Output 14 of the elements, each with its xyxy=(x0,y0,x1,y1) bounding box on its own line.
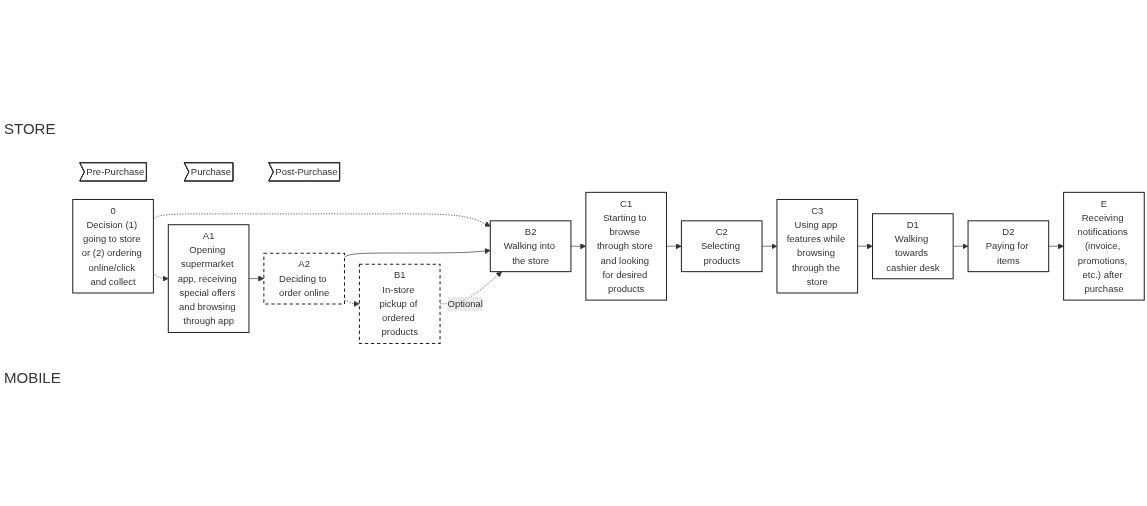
node-box: A1 Opening supermarket app, receiving special offers and browsing through app xyxy=(167,224,250,333)
node-box: D2 Paying for items xyxy=(967,220,1050,273)
node-box: A2 Deciding to order online xyxy=(263,252,345,305)
lane-label: MOBILE xyxy=(4,369,62,386)
node-box: C3 Using app features while browsing through the store xyxy=(776,198,859,294)
node-box: B1 In-store pickup of ordered products xyxy=(358,263,441,344)
edge-label: Optional xyxy=(447,297,483,309)
node-box: B2 Walking into the store xyxy=(489,220,572,273)
node-box: E Receiving notifications (invoice, promotions, etc.) after purchase xyxy=(1063,191,1145,301)
node-box: 0 Decision (1) going to store or (2) ordering online/click and collect xyxy=(72,198,154,294)
node-box: D1 Walking towards cashier desk xyxy=(872,213,954,280)
node-box: C2 Selecting products xyxy=(680,220,763,273)
lane-label: STORE xyxy=(4,120,57,137)
node-box: C1 Starting to browse through store and looking for desired products xyxy=(585,191,667,301)
